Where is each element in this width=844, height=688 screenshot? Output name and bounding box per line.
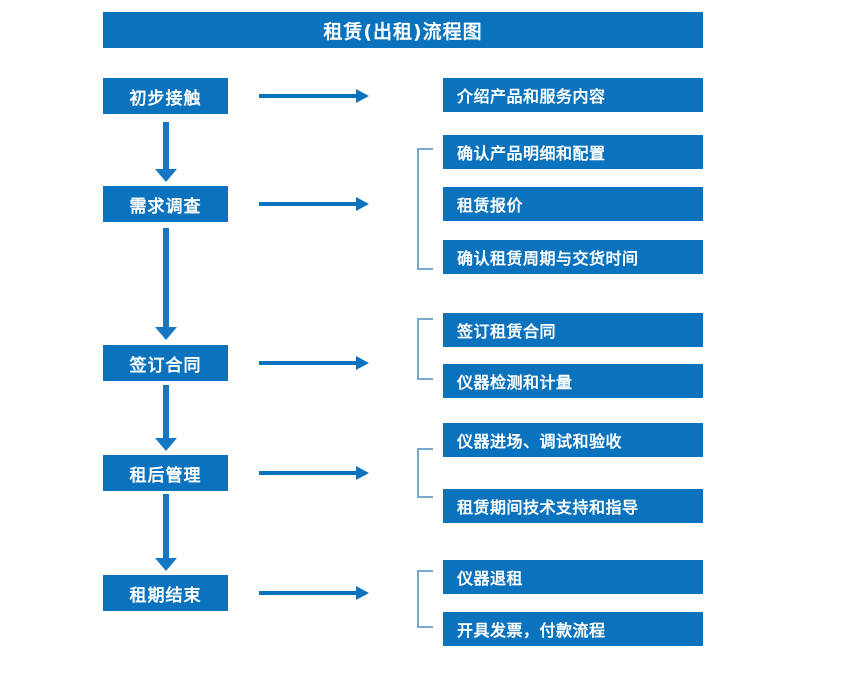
- group-bracket-4: [417, 448, 433, 498]
- arrow-head: [356, 197, 369, 211]
- arrow-shaft: [163, 494, 169, 558]
- stage-box-4[interactable]: 租后管理: [103, 455, 228, 491]
- detail-box-9[interactable]: 仪器退租: [443, 560, 703, 594]
- stage-box-1[interactable]: 初步接触: [103, 78, 228, 114]
- flow-arrow-down-3: [155, 385, 177, 451]
- detail-box-10[interactable]: 开具发票，付款流程: [443, 612, 703, 646]
- arrow-shaft: [259, 361, 356, 365]
- detail-box-1[interactable]: 介绍产品和服务内容: [443, 78, 703, 112]
- arrow-shaft: [163, 122, 169, 169]
- stage-to-detail-arrow-1: [259, 89, 369, 103]
- arrow-shaft: [259, 94, 356, 98]
- stage-to-detail-arrow-2: [259, 197, 369, 211]
- arrow-head: [356, 466, 369, 480]
- detail-box-5[interactable]: 签订租赁合同: [443, 313, 703, 347]
- arrow-head: [356, 586, 369, 600]
- arrow-head: [155, 327, 177, 340]
- arrow-head: [155, 558, 177, 571]
- detail-box-2[interactable]: 确认产品明细和配置: [443, 135, 703, 169]
- stage-box-3[interactable]: 签订合同: [103, 345, 228, 381]
- arrow-head: [356, 89, 369, 103]
- flow-arrow-down-1: [155, 122, 177, 182]
- arrow-head: [155, 169, 177, 182]
- group-bracket-3: [417, 318, 433, 380]
- detail-box-7[interactable]: 仪器进场、调试和验收: [443, 423, 703, 457]
- stage-to-detail-arrow-5: [259, 586, 369, 600]
- detail-box-6[interactable]: 仪器检测和计量: [443, 364, 703, 398]
- arrow-head: [356, 356, 369, 370]
- stage-to-detail-arrow-4: [259, 466, 369, 480]
- arrow-shaft: [163, 228, 169, 327]
- arrow-shaft: [259, 471, 356, 475]
- group-bracket-2: [417, 148, 433, 270]
- flow-arrow-down-4: [155, 494, 177, 571]
- arrow-head: [155, 438, 177, 451]
- detail-box-3[interactable]: 租赁报价: [443, 187, 703, 221]
- arrow-shaft: [259, 202, 356, 206]
- arrow-shaft: [163, 385, 169, 438]
- stage-box-5[interactable]: 租期结束: [103, 575, 228, 611]
- group-bracket-5: [417, 570, 433, 628]
- flow-arrow-down-2: [155, 228, 177, 340]
- diagram-title: 租赁(出租)流程图: [103, 12, 703, 48]
- detail-box-4[interactable]: 确认租赁周期与交货时间: [443, 240, 703, 274]
- detail-box-8[interactable]: 租赁期间技术支持和指导: [443, 489, 703, 523]
- stage-to-detail-arrow-3: [259, 356, 369, 370]
- stage-box-2[interactable]: 需求调查: [103, 186, 228, 222]
- arrow-shaft: [259, 591, 356, 595]
